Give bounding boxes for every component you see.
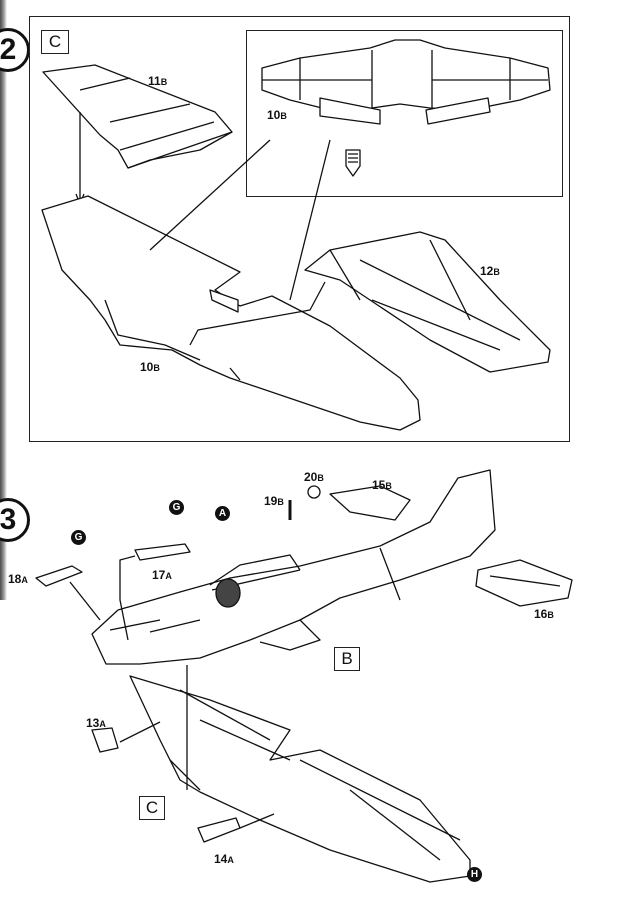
label-part-12: 12B — [480, 264, 500, 278]
label-part-14-suffix: A — [227, 855, 234, 865]
ring-part-20 — [307, 485, 321, 499]
label-part-18: 18A — [8, 572, 28, 586]
wing-upper-part-12 — [304, 231, 551, 373]
label-part-14: 14A — [214, 852, 234, 866]
label-part-18-num: 18 — [8, 572, 22, 586]
part-13-piece — [91, 727, 119, 753]
canopy-part-15 — [329, 485, 411, 521]
arrow-13 — [119, 721, 161, 743]
cockpit-ring — [215, 578, 241, 608]
step-2-inset-frame — [246, 30, 563, 197]
lower-wing-part-10 — [41, 195, 421, 431]
label-part-13-suffix: A — [99, 719, 106, 729]
label-part-19-num: 19 — [264, 494, 278, 508]
arrow-14 — [239, 813, 275, 829]
label-part-20: 20B — [304, 470, 324, 484]
step-2-box-label: C — [41, 30, 69, 54]
marker-g-top: G — [169, 500, 184, 515]
label-part-12-num: 12 — [480, 264, 494, 278]
label-part-19: 19B — [264, 494, 284, 508]
label-part-10-suffix: B — [153, 363, 160, 373]
marker-g-left: G — [71, 530, 86, 545]
label-part-13-num: 13 — [86, 716, 100, 730]
label-part-20-suffix: B — [317, 473, 324, 483]
arrow-18 — [69, 581, 101, 621]
label-part-15: 15B — [372, 478, 392, 492]
step-3-box-label-c: C — [139, 796, 165, 820]
inset-wing-part-10 — [261, 39, 551, 125]
label-part-15-num: 15 — [372, 478, 386, 492]
lower-wing-assembly — [129, 675, 471, 883]
part-17-piece — [134, 543, 191, 561]
marker-h: H — [467, 867, 482, 882]
label-part-10: 10B — [140, 360, 160, 374]
leader-line-3 — [189, 281, 326, 346]
label-part-16: 16B — [534, 607, 554, 621]
label-part-19-suffix: B — [277, 497, 284, 507]
label-part-18-suffix: A — [21, 575, 28, 585]
label-part-10-inset-num: 10 — [267, 108, 281, 122]
leader-line-1 — [149, 139, 271, 251]
label-part-11-suffix: B — [160, 77, 168, 87]
part-14-piece — [197, 817, 241, 843]
step-number-3: 3 — [0, 498, 30, 542]
label-part-15-suffix: B — [385, 481, 392, 491]
step-2-frame — [29, 16, 570, 442]
wing-upper-part-11 — [42, 64, 233, 169]
arrow-17 — [119, 555, 136, 641]
label-part-10-inset: 10B — [267, 108, 287, 122]
label-part-11-num: 11 — [148, 74, 161, 88]
label-part-11: 11B — [148, 74, 167, 88]
marker-a: A — [215, 506, 230, 521]
label-part-16-suffix: B — [547, 610, 554, 620]
label-part-20-num: 20 — [304, 470, 318, 484]
aircraft-fuselage — [91, 469, 496, 665]
stabilizer-part-16 — [475, 559, 573, 607]
label-part-14-num: 14 — [214, 852, 228, 866]
label-part-10-num: 10 — [140, 360, 154, 374]
label-part-17: 17A — [152, 568, 172, 582]
step-3-box-label-b: B — [334, 647, 360, 671]
label-part-16-num: 16 — [534, 607, 548, 621]
label-part-12-suffix: B — [493, 267, 500, 277]
label-part-10-inset-suffix: B — [280, 111, 287, 121]
label-part-17-suffix: A — [165, 571, 172, 581]
scan-edge — [0, 0, 7, 600]
part-18-piece — [35, 565, 83, 587]
leader-line-2 — [289, 139, 331, 301]
label-part-13: 13A — [86, 716, 106, 730]
glue-tube-icon — [345, 149, 361, 177]
label-part-17-num: 17 — [152, 568, 166, 582]
